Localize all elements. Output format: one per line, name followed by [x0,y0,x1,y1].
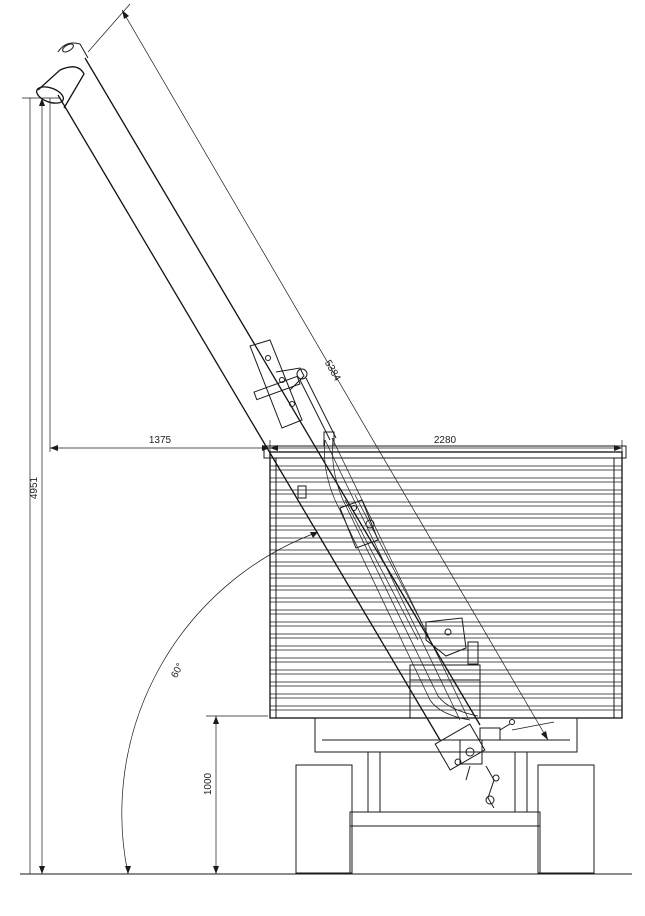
auger-drive [434,719,515,809]
dim-overhang-label: 1375 [149,435,172,446]
right-wheel [537,764,595,874]
dim-hitch-height-label: 1000 [203,772,214,795]
discharge-spout [35,42,89,109]
tank-body [263,445,627,719]
left-wheel [295,764,353,874]
dim-horizontal [49,98,623,452]
dim-total-height-label: 4951 [29,476,40,499]
upper-tank-bracket [297,485,379,549]
dim-tank-width-label: 2280 [434,435,457,446]
tank-ribs [270,465,622,711]
dim-hitch-height [206,715,268,874]
dim-auger-length [87,3,555,741]
dim-auger-length-label: 5384 [322,358,343,383]
lift-bracket [249,339,337,447]
dim-total-height [22,97,60,874]
trailer-base [295,717,595,874]
dim-angle-arc [121,531,319,875]
dim-angle-label: 60° [169,662,186,681]
auger-tube [57,57,481,741]
